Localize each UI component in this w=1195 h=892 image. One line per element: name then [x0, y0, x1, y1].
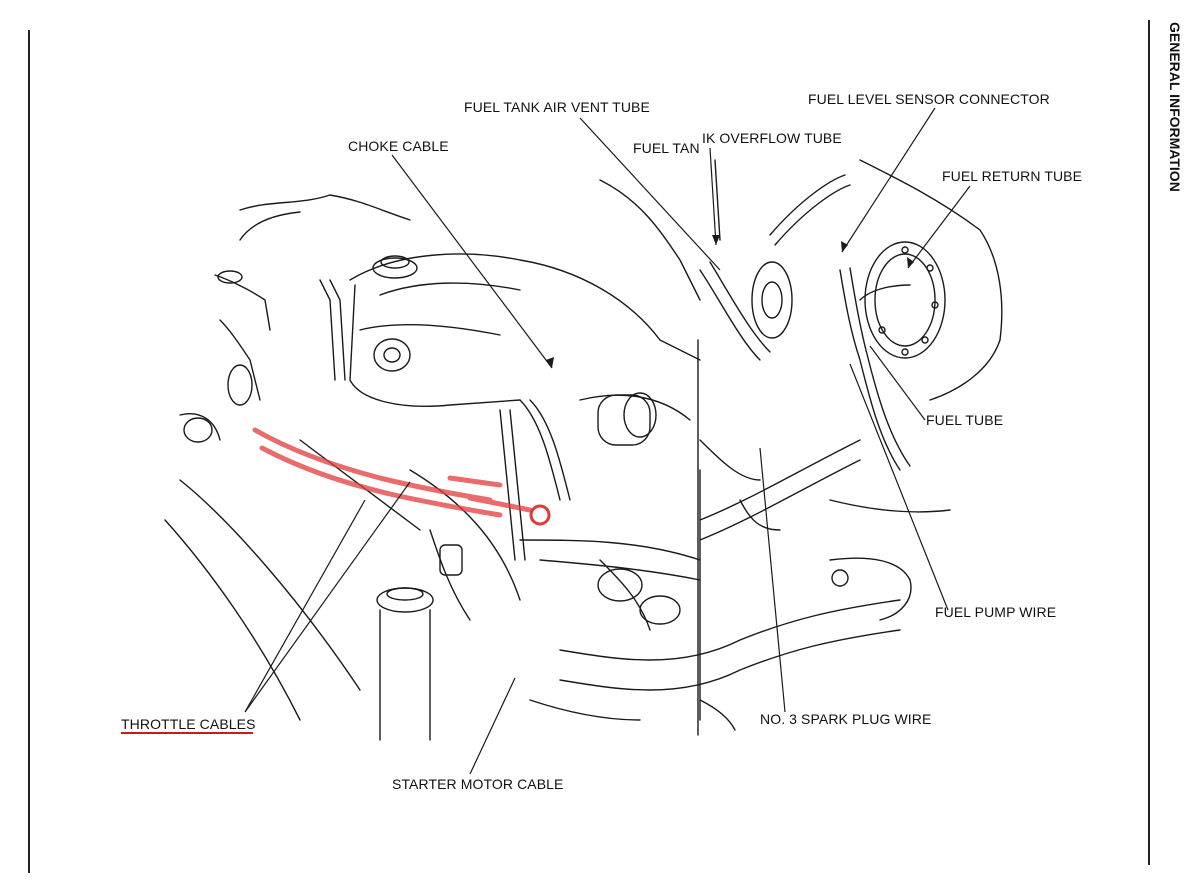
label-starter-motor-cable: STARTER MOTOR CABLE: [392, 776, 564, 792]
label-fuel-tank-overflow-tube-right: IK OVERFLOW TUBE: [702, 130, 842, 146]
throttle-cables-underline: [121, 732, 253, 734]
leader-choke-cable: [391, 154, 553, 369]
label-fuel-level-sensor-connector: FUEL LEVEL SENSOR CONNECTOR: [808, 91, 1050, 107]
leader-fuel-tank-air-vent-tube: [579, 117, 721, 271]
label-throttle-cables: THROTTLE CABLES: [121, 716, 256, 732]
leader-fuel-level-sensor-connector: [841, 107, 936, 253]
leader-starter-motor-cable: [469, 677, 516, 775]
left-margin-rule: [28, 30, 30, 873]
label-fuel-tank-air-vent-tube: FUEL TANK AIR VENT TUBE: [464, 99, 650, 115]
label-fuel-return-tube: FUEL RETURN TUBE: [942, 168, 1083, 184]
leader-fuel-pump-wire: [849, 363, 949, 611]
label-fuel-tube: FUEL TUBE: [926, 412, 1004, 428]
leader-no3-spark-plug-wire: [759, 447, 786, 713]
label-no3-spark-plug-wire: NO. 3 SPARK PLUG WIRE: [760, 711, 932, 727]
label-fuel-pump-wire: FUEL PUMP WIRE: [935, 604, 1057, 620]
leader-fuel-tube: [869, 345, 926, 421]
fuel-tank-outline: [349, 253, 701, 361]
leader-fuel-tank-overflow-tube: [709, 147, 717, 246]
left-frame-outline: [164, 519, 301, 721]
leader-fuel-return-tube: [907, 185, 971, 269]
label-fuel-tank-overflow-tube-left: FUEL TAN: [633, 140, 700, 156]
throttle-cables-highlight: [252, 427, 533, 518]
leader-throttle-cables-a: [244, 499, 366, 713]
right-margin-rule: [1148, 20, 1150, 865]
label-choke-cable: CHOKE CABLE: [348, 138, 449, 154]
leader-throttle-cables-b: [244, 481, 411, 713]
fuel-pump-flange: [864, 241, 946, 359]
